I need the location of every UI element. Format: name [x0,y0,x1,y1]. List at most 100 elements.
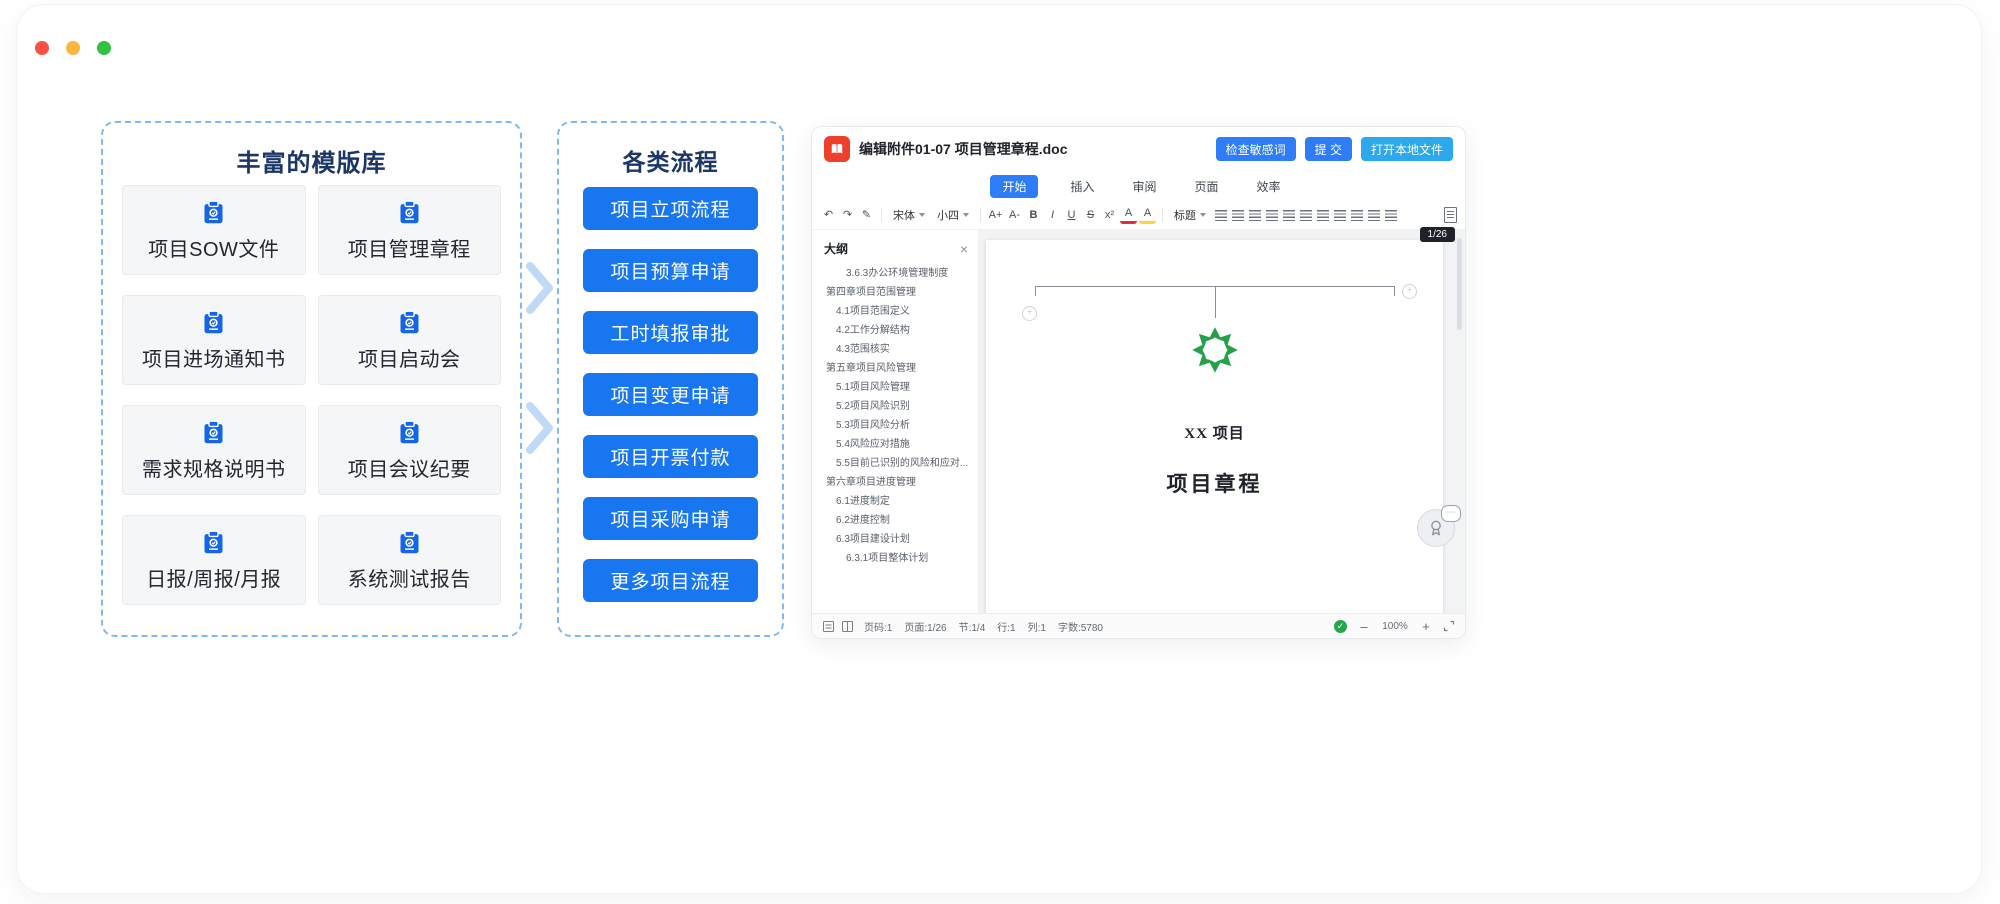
font-color-icon[interactable]: A [1120,207,1137,224]
font-family-value: 宋体 [893,210,915,222]
indent-decrease-icon[interactable] [1332,206,1347,224]
align-right-icon[interactable] [1247,206,1262,224]
page-anchor-icon: + [1402,284,1417,299]
outline-item[interactable]: 6.3项目建设计划 [836,534,910,545]
outline-item[interactable]: 4.3范围核实 [836,344,890,355]
bold-icon[interactable]: B [1029,208,1038,221]
zoom-out-button[interactable]: – [1360,618,1368,634]
format-painter-icon[interactable]: ✎ [861,208,872,221]
minimize-window-button[interactable] [66,41,80,55]
outline-item[interactable]: 第五章项目风险管理 [826,363,916,374]
outline-item[interactable]: 5.3项目风险分析 [836,420,910,431]
outline-item[interactable]: 5.1项目风险管理 [836,382,910,393]
close-outline-icon[interactable]: × [959,240,968,257]
outline-item[interactable]: 4.1项目范围定义 [836,306,910,317]
font-larger-icon[interactable]: A+ [988,208,1003,221]
align-center-icon[interactable] [1230,206,1245,224]
strikethrough-icon[interactable]: S [1086,208,1095,221]
template-card[interactable]: 项目启动会 [317,295,501,385]
template-card[interactable]: 项目会议纪要 [317,405,501,495]
tab-home[interactable]: 开始 [990,174,1039,198]
outline-item[interactable]: 5.5目前已识别的风险和应对... [836,458,969,469]
bullet-list-icon[interactable] [1298,206,1313,224]
outline-item[interactable]: 6.1进度制定 [836,496,890,507]
doc-heading-project: XX 项目 [1184,426,1245,442]
template-card[interactable]: 项目SOW文件 [122,185,306,275]
symbol-icon[interactable] [1383,206,1398,224]
tab-insert[interactable]: 插入 [1070,179,1095,194]
template-card-label: 项目进场通知书 [142,348,286,371]
outline-item[interactable]: 5.4风险应对措施 [836,439,910,450]
zoom-window-button[interactable] [97,41,111,55]
outline-item[interactable]: 第六章项目进度管理 [826,477,916,488]
flow-button[interactable]: 项目采购申请 [583,497,758,540]
app-window: 丰富的模版库 项目SOW文件 项目管理章程 项目进场通知书 项目启动会 需求规格… [16,4,1982,894]
flow-button[interactable]: 项目预算申请 [583,249,758,292]
template-card[interactable]: 需求规格说明书 [122,405,306,495]
template-card[interactable]: 日报/周报/月报 [122,515,306,605]
italic-icon[interactable]: I [1050,208,1055,221]
fullscreen-icon[interactable] [1443,620,1455,632]
page-anchor-icon: + [1022,306,1037,321]
outline-item[interactable]: 6.2进度控制 [836,515,890,526]
flow-buttons: 项目立项流程项目预算申请工时填报审批项目变更申请项目开票付款项目采购申请更多项目… [583,187,758,602]
clipboard-icon [396,529,423,556]
company-logo-icon [1189,324,1241,376]
close-window-button[interactable] [35,41,49,55]
status-word-count: 字数:5780 [1057,622,1103,634]
help-badge-widget[interactable]: ⋯ [1417,505,1463,549]
flow-button[interactable]: 项目立项流程 [583,187,758,230]
indent-increase-icon[interactable] [1349,206,1364,224]
font-smaller-icon[interactable]: A- [1009,208,1020,221]
font-size-select[interactable]: 小四 [932,205,974,225]
page-setup-icon[interactable] [1444,207,1457,223]
clipboard-icon [200,419,227,446]
align-left-icon[interactable] [1213,206,1228,224]
flow-button[interactable]: 项目开票付款 [583,435,758,478]
doc-heading-charter: 项目章程 [1166,472,1263,496]
status-line: 行:1 [997,622,1016,634]
flow-button[interactable]: 更多项目流程 [583,559,758,602]
submit-button[interactable]: 提 交 [1304,137,1352,161]
outline-title: 大纲 [824,242,849,256]
outline-item[interactable]: 3.6.3办公环境管理制度 [846,268,949,279]
clipboard-icon [396,309,423,336]
borders-icon[interactable] [1366,206,1381,224]
open-local-file-button[interactable]: 打开本地文件 [1360,137,1453,161]
highlight-icon[interactable]: A [1139,207,1156,224]
vertical-scrollbar[interactable] [1457,238,1462,330]
editor-header: 编辑附件01-07 项目管理章程.doc 检查敏感词 提 交 打开本地文件 [812,127,1465,171]
superscript-icon[interactable]: x² [1104,208,1115,221]
check-sensitive-words-button[interactable]: 检查敏感词 [1215,137,1296,161]
flow-button[interactable]: 工时填报审批 [583,311,758,354]
window-controls [35,41,111,55]
outline-item[interactable]: 6.3.1项目整体计划 [846,553,929,564]
line-spacing-icon[interactable] [1281,206,1296,224]
page-view-icon[interactable] [841,620,854,633]
redo-icon[interactable]: ↷ [842,208,853,221]
outline-item[interactable]: 第四章项目范围管理 [826,287,916,298]
templates-panel: 丰富的模版库 项目SOW文件 项目管理章程 项目进场通知书 项目启动会 需求规格… [101,121,522,637]
outline-item[interactable]: 4.2工作分解结构 [836,325,910,336]
flow-button[interactable]: 项目变更申请 [583,373,758,416]
font-family-select[interactable]: 宋体 [888,205,930,225]
template-card[interactable]: 项目管理章程 [317,185,501,275]
template-card[interactable]: 项目进场通知书 [122,295,306,385]
align-justify-icon[interactable] [1264,206,1279,224]
template-card[interactable]: 系统测试报告 [317,515,501,605]
template-cards-grid: 项目SOW文件 项目管理章程 项目进场通知书 项目启动会 需求规格说明书 项目会… [122,185,501,605]
outline-item[interactable]: 5.2项目风险识别 [836,401,910,412]
tab-efficiency[interactable]: 效率 [1256,179,1281,194]
read-view-icon[interactable] [822,620,835,633]
outline-list: 3.6.3办公环境管理制度第四章项目范围管理 4.1项目范围定义 4.2工作分解结构… [824,264,970,568]
zoom-in-button[interactable]: + [1422,618,1430,634]
undo-icon[interactable]: ↶ [823,208,834,221]
heading-style-select[interactable]: 标题 [1169,205,1211,225]
underline-icon[interactable]: U [1067,208,1076,221]
numbered-list-icon[interactable] [1315,206,1330,224]
tab-review[interactable]: 审阅 [1132,179,1157,194]
cloud-sync-icon[interactable]: ✓ [1334,619,1347,633]
org-chart-bracket [1034,286,1395,318]
tab-page-layout[interactable]: 页面 [1194,179,1219,194]
doc-title: 编辑附件01-07 项目管理章程.doc [859,141,1068,157]
